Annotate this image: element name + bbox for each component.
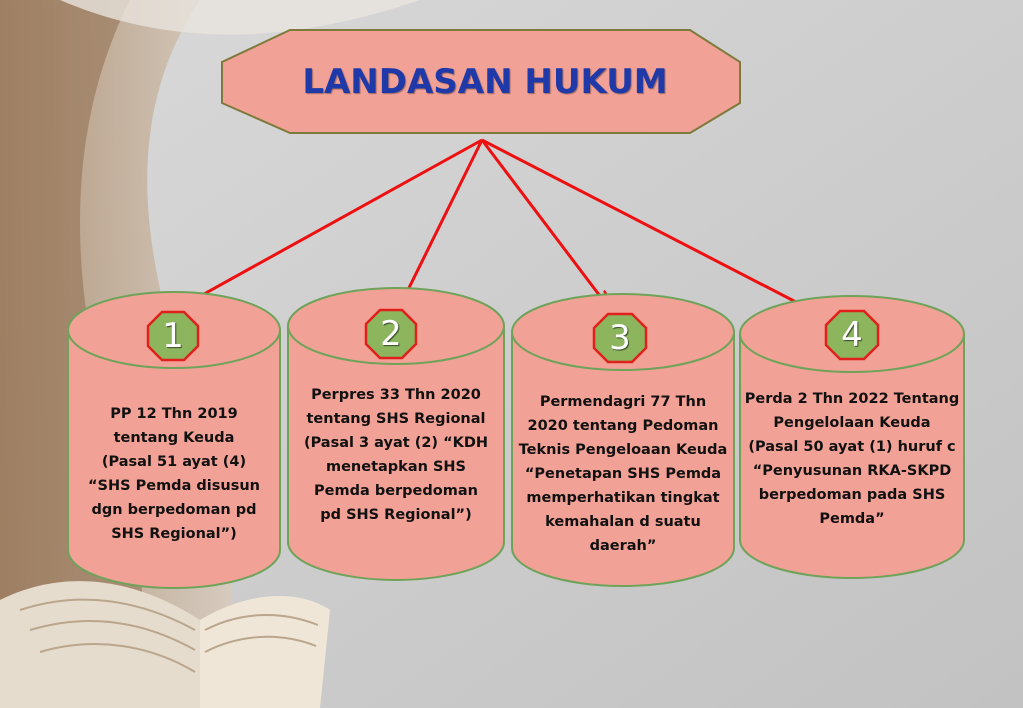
item-4-text: Perda 2 Thn 2022 Tentang Pengelolaan Keu…: [738, 387, 966, 531]
item-2-line: menetapkan SHS: [325, 459, 466, 475]
item-4-line: (Pasal 50 ayat (1) huruf c: [748, 439, 956, 455]
item-1-line: SHS Regional”): [111, 526, 237, 542]
badge-number-2: 2: [380, 314, 402, 354]
item-1-line: dgn berpedoman pd: [91, 502, 257, 518]
item-3-line: kemahalan d suatu: [545, 514, 701, 530]
item-2-line: Perpres 33 Thn 2020: [311, 387, 481, 403]
item-2-line: (Pasal 3 ayat (2) “KDH: [303, 435, 489, 451]
badge-number-1: 1: [162, 316, 184, 356]
item-4-line: berpedoman pada SHS: [758, 487, 946, 503]
item-1-line: PP 12 Thn 2019: [110, 406, 238, 422]
cylinder-4: [739, 295, 965, 579]
item-2-line: tentang SHS Regional: [306, 411, 486, 427]
item-3-line: “Penetapan SHS Pemda: [524, 466, 722, 482]
badge-3: [592, 312, 648, 364]
badge-number-3: 3: [609, 318, 631, 358]
item-4-line: Pengelolaan Keuda: [773, 415, 931, 431]
item-4-line: Pemda”: [819, 511, 885, 527]
arrow-to-item-4: [481, 138, 825, 317]
book-decoration: [0, 581, 330, 708]
item-3-line: 2020 tentang Pedoman: [527, 418, 719, 434]
item-3-line: memperhatikan tingkat: [526, 490, 720, 506]
arrow-to-item-3: [480, 139, 606, 304]
item-1-text: PP 12 Thn 2019 tentang Keuda (Pasal 51 a…: [68, 402, 280, 546]
item-1-line: “SHS Pemda disusun: [88, 478, 260, 494]
arrow-to-item-1: [186, 138, 483, 304]
connector-arrows: [186, 138, 825, 317]
cylinder-3: [511, 293, 735, 587]
badge-number-4: 4: [841, 315, 863, 355]
item-3-line: Teknis Pengeloaan Keuda: [518, 442, 728, 458]
item-2-line: pd SHS Regional”): [320, 507, 472, 523]
item-4-line: “Penyusunan RKA-SKPD: [752, 463, 952, 479]
badge-1: [146, 310, 200, 362]
item-1-line: tentang Keuda: [113, 430, 235, 446]
badge-2: [364, 308, 418, 360]
arrow-to-item-2: [402, 139, 484, 302]
item-4-line: Perda 2 Thn 2022 Tentang: [744, 391, 960, 407]
item-2-line: Pemda berpedoman: [314, 483, 478, 499]
item-3-text: Permendagri 77 Thn 2020 tentang Pedoman …: [512, 390, 734, 558]
item-3-line: Permendagri 77 Thn: [539, 394, 707, 410]
badge-4: [824, 309, 880, 361]
item-2-text: Perpres 33 Thn 2020 tentang SHS Regional…: [288, 383, 504, 527]
item-1-line: (Pasal 51 ayat (4): [101, 454, 247, 470]
item-3-line: daerah”: [589, 538, 657, 554]
diagram-title: LANDASAN HUKUM: [302, 62, 668, 102]
title-octagon: [221, 29, 741, 134]
